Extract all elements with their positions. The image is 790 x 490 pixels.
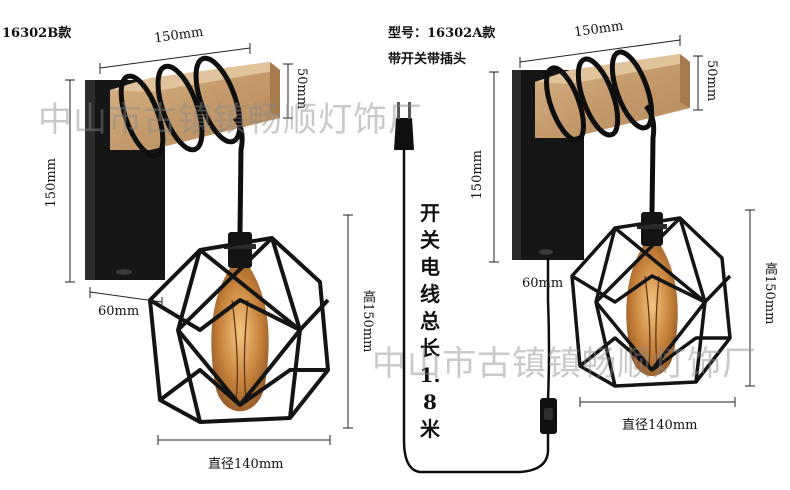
- lamp-a-block-height-label: 50mm: [704, 60, 719, 102]
- lamp-a-bulb: [626, 246, 678, 376]
- watermark-top: 中山市古镇镇畅顺灯饰厂: [38, 100, 423, 140]
- lamp-a-shade-height-label: 高150mm: [762, 262, 777, 325]
- lamp-b-shade-diameter-label: 直径140mm: [208, 457, 284, 472]
- lamp-b-bulb: [211, 268, 269, 412]
- model-b-code: 16302B款: [2, 26, 72, 41]
- lamp-a-socket: [637, 212, 667, 246]
- model-a-line: 型号：16302A款: [388, 26, 496, 41]
- lamp-b-socket: [224, 232, 256, 268]
- lamp-b-cage: [148, 236, 330, 424]
- watermark-bottom: 中山市古镇镇畅顺灯饰厂: [372, 344, 757, 384]
- lamp-a: [394, 49, 732, 474]
- lamp-b-shade-height-label: 高150mm: [360, 290, 375, 353]
- lamp-a-cage: [570, 216, 732, 388]
- model-a-feature-line: 带开关带插头: [388, 52, 467, 67]
- plug-icon: [394, 102, 414, 150]
- dimension-lines: [65, 35, 755, 445]
- lamp-b-block-height-label: 50mm: [294, 68, 309, 110]
- lamp-b-coiled-cable: [118, 55, 245, 233]
- switch-icon: [540, 398, 557, 434]
- lamp-a-power-cord: [402, 150, 551, 474]
- lamp-b-backplate-height-label: 150mm: [44, 158, 59, 208]
- lamp-a-depth-label: 60mm: [522, 276, 564, 291]
- lamp-b: [85, 55, 330, 424]
- lamp-a-backplate-height-label: 150mm: [470, 150, 485, 200]
- cord-length-note: 开关电线总长1.8米: [419, 201, 441, 441]
- lamp-b-depth-label: 60mm: [98, 304, 140, 319]
- lamp-a-shade-diameter-label: 直径140mm: [622, 418, 698, 433]
- lamp-a-coiled-cable: [544, 49, 657, 213]
